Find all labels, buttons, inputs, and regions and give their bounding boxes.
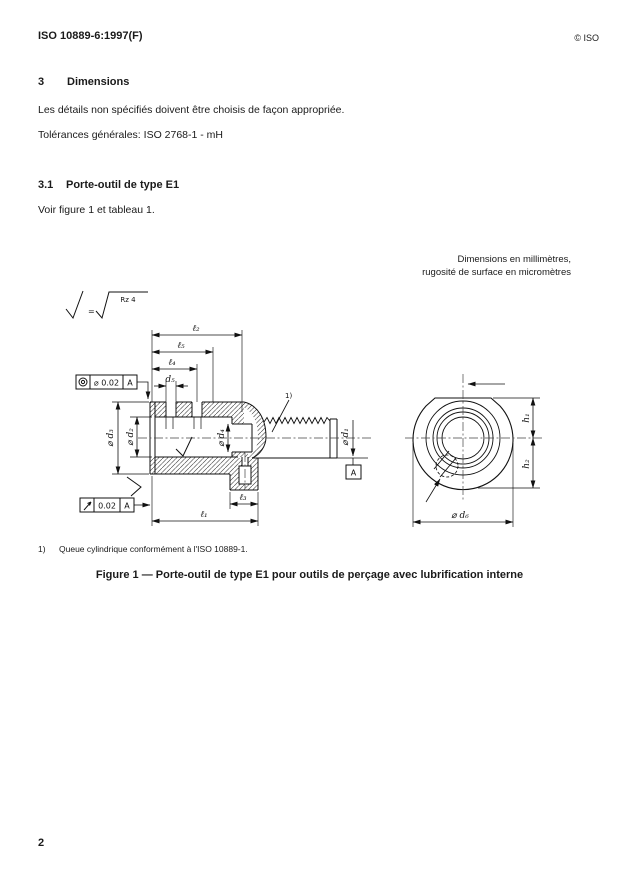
- end-view-centerlines: [405, 374, 544, 502]
- roughness-equals: =: [88, 307, 95, 316]
- tolerance2-value: 0.02: [98, 502, 116, 511]
- paragraph-voir-figure: Voir figure 1 et tableau 1.: [38, 204, 155, 216]
- tolerance2-datum: A: [124, 502, 130, 511]
- units-note-line1: Dimensions en millimètres,: [457, 254, 571, 265]
- roughness-radical-icon: [95, 291, 148, 320]
- dim-label-d6: ⌀ d₆: [451, 511, 469, 521]
- page-number: 2: [38, 837, 45, 849]
- footnote-text: Queue cylindrique conformément à l'ISO 1…: [59, 544, 248, 554]
- units-note: Dimensions en millimètres, rugosité de s…: [422, 254, 571, 279]
- circular-runout-icon: [83, 501, 92, 511]
- dim-label-d4: ⌀ d₄: [217, 429, 227, 447]
- roughness-value: Rz 4: [120, 296, 136, 304]
- end-view-dimension-lines: [412, 397, 536, 525]
- dim-label-h2: h₂: [522, 459, 532, 469]
- roughness-check-icon: [65, 290, 84, 320]
- section-3-title: Dimensions: [67, 76, 130, 88]
- main-section-view: ℓ₂ ℓ₅ ℓ₄ d₅ ⌀ d₃ ⌀ d₂ ⌀ d₄ ⌀ d₁ ℓ₃ ℓ₁ 1)…: [75, 324, 372, 526]
- section-3-number: 3: [38, 76, 45, 88]
- concentricity-icon: [78, 377, 88, 387]
- section-31-title: Porte-outil de type E1: [66, 179, 180, 191]
- tolerance-frame-concentricity: ⌀ 0.02 A: [75, 374, 151, 400]
- tolerance-frame-runout: 0.02 A: [79, 497, 151, 513]
- dimension-lines: [115, 332, 356, 524]
- header-document-number: ISO 10889-6:1997(F): [38, 30, 143, 42]
- thread-footnote-leader: [271, 399, 290, 433]
- bore-finish-check-icon: [175, 436, 193, 457]
- dim-label-d5: d₅: [165, 375, 175, 385]
- section-31-number: 3.1: [38, 179, 54, 191]
- clamp-screw-detail-circle: [435, 454, 459, 478]
- clamp-screw-slot-lines: [433, 450, 457, 478]
- end-view: h₁ h₂ ⌀ d₆: [405, 374, 544, 527]
- dim-label-d2: ⌀ d₂: [126, 428, 136, 446]
- dim-label-d3: ⌀ d₃: [106, 429, 116, 447]
- header-copyright: © ISO: [574, 33, 599, 43]
- dim-label-h1: h₁: [522, 413, 532, 422]
- face-finish-check-icon: [126, 476, 142, 497]
- clamp-screw-leader: [425, 478, 441, 503]
- tolerance1-value: ⌀ 0.02: [94, 379, 119, 388]
- thread-profile: [263, 416, 331, 425]
- paragraph-details: Les détails non spécifiés doivent être c…: [38, 104, 345, 116]
- dim-label-l1: ℓ₁: [200, 510, 207, 520]
- paragraph-tolerances: Tolérances générales: ISO 2768-1 - mH: [38, 129, 224, 141]
- dim-label-l2: ℓ₂: [192, 324, 200, 334]
- centerlines: [138, 437, 372, 488]
- end-view-extension-lines: [412, 397, 540, 527]
- dim-label-l4: ℓ₄: [168, 358, 176, 368]
- footnote-marker: 1): [38, 544, 46, 554]
- tolerance1-datum: A: [127, 379, 133, 388]
- extension-lines: [112, 330, 368, 526]
- dim-label-l5: ℓ₅: [177, 341, 185, 351]
- dim-label-d1: ⌀ d₁: [341, 428, 351, 446]
- datum-flag-a: A: [345, 458, 362, 480]
- surface-roughness-note: = Rz 4: [65, 290, 148, 320]
- section-hatching: [150, 402, 266, 490]
- figure-caption: Figure 1 — Porte-outil de type E1 pour o…: [95, 569, 524, 581]
- dim-label-l3: ℓ₃: [239, 493, 247, 503]
- end-view-outer-profile: [412, 397, 514, 491]
- thread-footnote-ref: 1): [285, 392, 292, 400]
- units-note-line2: rugosité de surface en micromètres: [422, 266, 571, 278]
- part-outline: [149, 401, 338, 491]
- datum-flag-letter: A: [351, 469, 357, 478]
